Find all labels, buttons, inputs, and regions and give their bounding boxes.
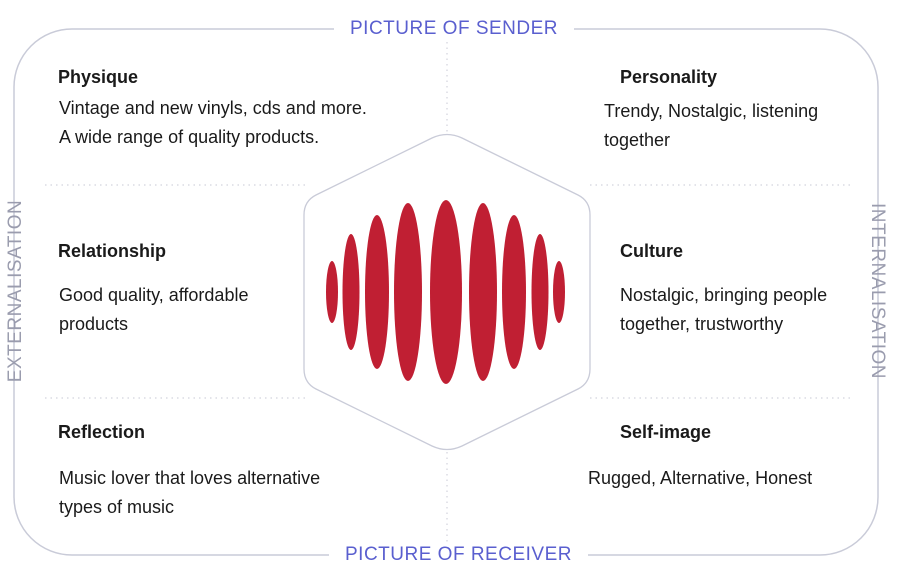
self-image-text: Rugged, Alternative, Honest bbox=[588, 468, 813, 488]
reflection-title: Reflection bbox=[58, 422, 146, 442]
reflection-text: Music lover that loves alternative types… bbox=[59, 468, 321, 517]
self-image-title: Self-image bbox=[620, 422, 712, 442]
physique-title: Physique bbox=[58, 67, 139, 87]
sound-wave-icon bbox=[326, 200, 565, 384]
picture-of-sender-label: PICTURE OF SENDER bbox=[334, 17, 575, 41]
personality-text: Trendy, Nostalgic, listening together bbox=[604, 101, 819, 150]
physique-text: Vintage and new vinyls, cds and more. A … bbox=[59, 98, 367, 147]
culture-title: Culture bbox=[620, 241, 683, 261]
personality-title: Personality bbox=[620, 67, 718, 87]
culture-text: Nostalgic, bringing people together, tru… bbox=[620, 285, 828, 334]
relationship-text: Good quality, affordable products bbox=[59, 285, 249, 334]
relationship-title: Relationship bbox=[58, 241, 167, 261]
picture-of-receiver-label: PICTURE OF RECEIVER bbox=[329, 543, 588, 567]
externalisation-label: EXTERNALISATION bbox=[5, 199, 26, 383]
